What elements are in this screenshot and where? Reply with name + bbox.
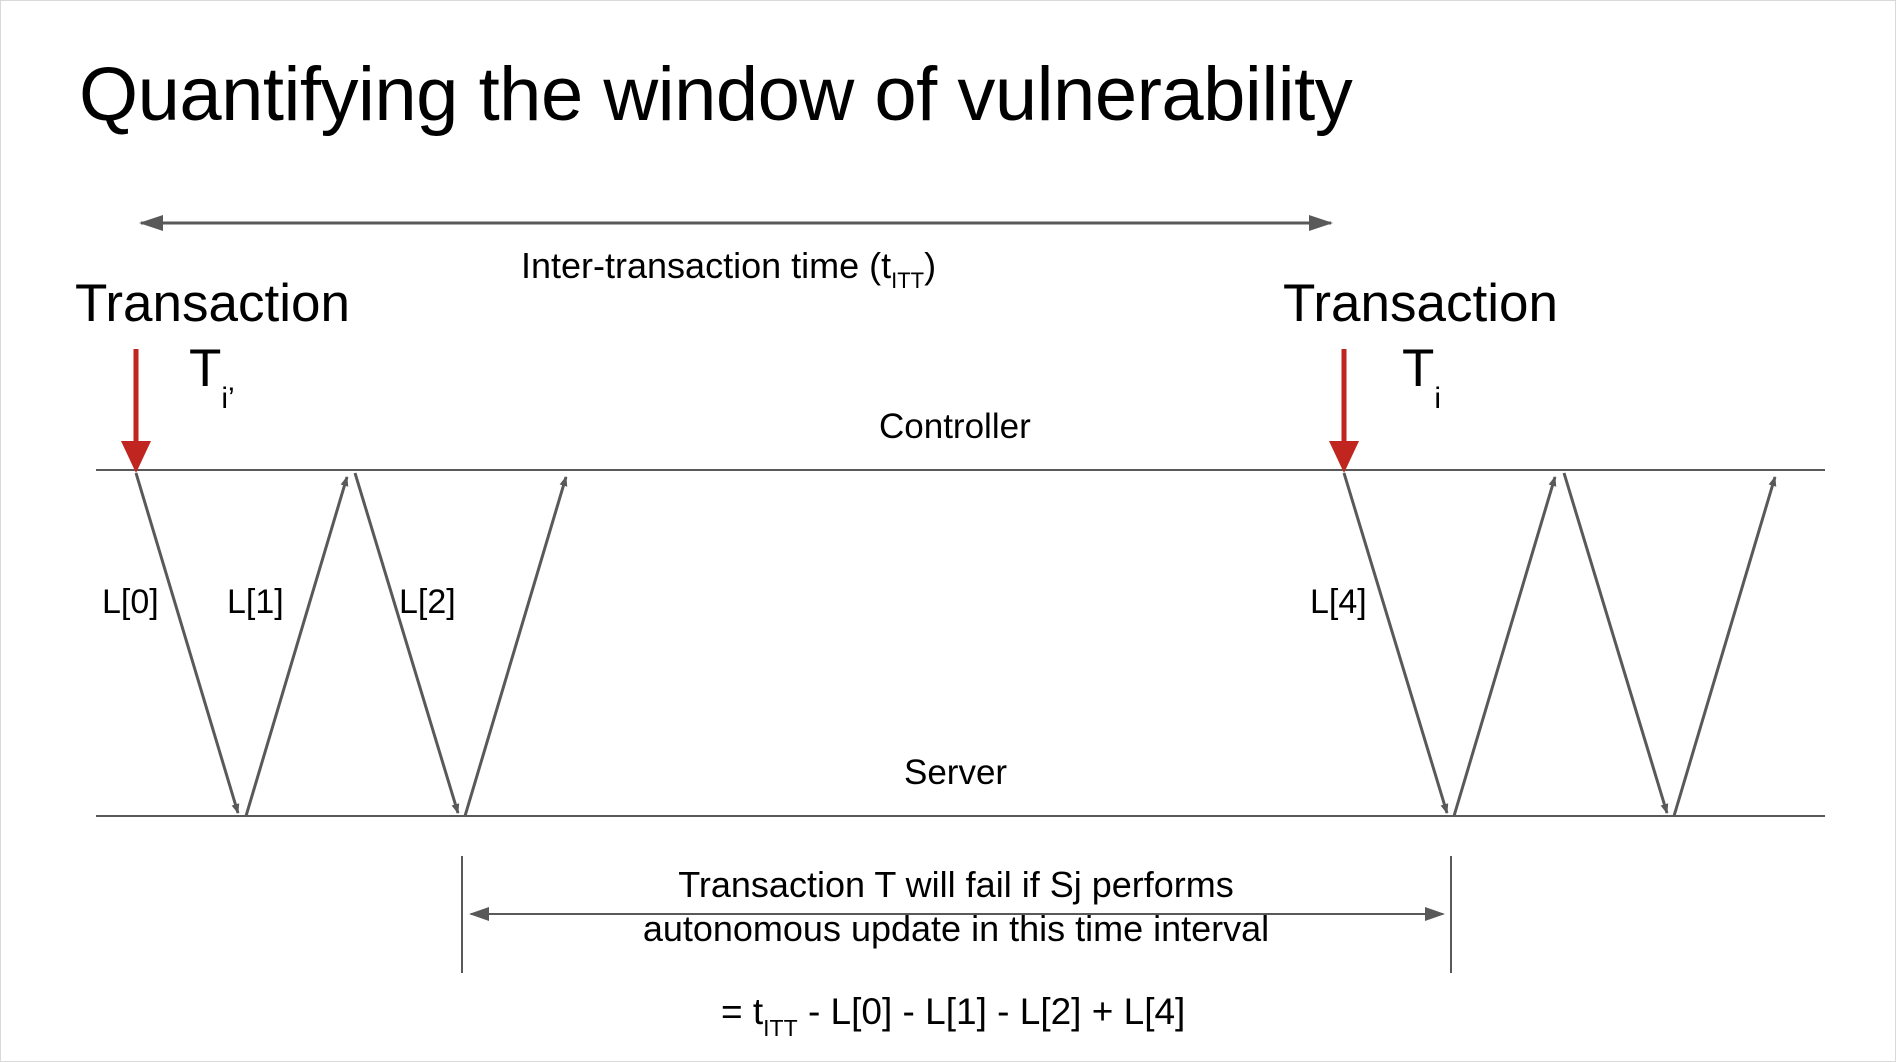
vulnerability-formula: = tITT - L[0] - L[1] - L[2] + L[4] bbox=[721, 991, 1186, 1041]
interval-arrowhead-left bbox=[469, 907, 489, 921]
message-arrow-7 bbox=[1672, 476, 1777, 817]
message-arrow-l0 bbox=[134, 472, 240, 814]
transaction-i-label: Transaction bbox=[1283, 274, 1558, 333]
latency-label-l4: L[4] bbox=[1310, 583, 1367, 621]
slide-title: Quantifying the window of vulnerability bbox=[79, 52, 1353, 137]
inter-transaction-arrowhead-right bbox=[1309, 215, 1333, 231]
transaction-i-prime-symbol: Ti’ bbox=[189, 339, 235, 415]
controller-label: Controller bbox=[879, 407, 1031, 446]
transaction-i-prime-arrowhead bbox=[121, 441, 151, 473]
server-label: Server bbox=[904, 753, 1008, 792]
vulnerability-interval-label: Transaction T will fail if Sj performs a… bbox=[561, 863, 1351, 951]
message-arrow-l2 bbox=[353, 472, 460, 814]
message-arrow-l1 bbox=[244, 476, 349, 817]
transaction-i-prime-label: Transaction bbox=[75, 274, 350, 333]
itt-subscript: ITT bbox=[891, 268, 925, 293]
message-arrow-5 bbox=[1452, 476, 1557, 817]
message-arrow-return bbox=[463, 476, 568, 817]
transaction-i-symbol: Ti bbox=[1402, 339, 1442, 415]
latency-label-l1: L[1] bbox=[227, 583, 284, 621]
message-arrow-6 bbox=[1562, 472, 1669, 814]
latency-label-l2: L[2] bbox=[399, 583, 456, 621]
interval-arrowhead-right bbox=[1425, 907, 1445, 921]
message-arrow-l4 bbox=[1342, 472, 1449, 814]
inter-transaction-label: Inter-transaction time (tITT) bbox=[521, 245, 937, 293]
latency-label-l0: L[0] bbox=[102, 583, 159, 621]
inter-transaction-arrowhead-left bbox=[139, 215, 163, 231]
interval-line-2: autonomous update in this time interval bbox=[642, 908, 1270, 949]
transaction-i-arrowhead bbox=[1329, 441, 1359, 473]
interval-line-1: Transaction T will fail if Sj performs bbox=[678, 864, 1234, 905]
formula-subscript: ITT bbox=[763, 1015, 798, 1041]
